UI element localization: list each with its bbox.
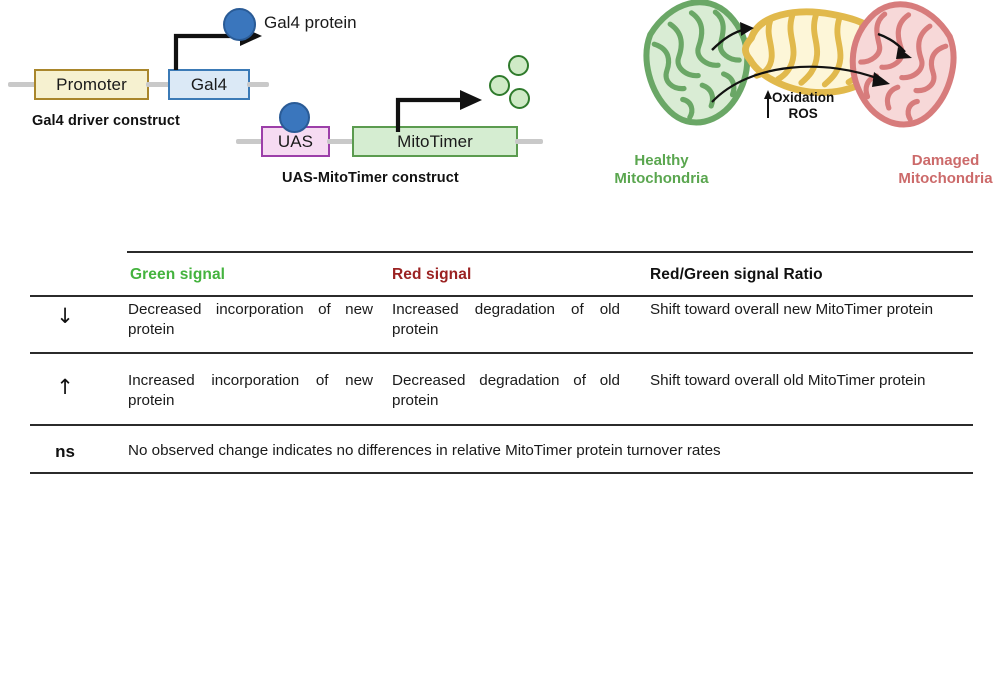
uas-mitotimer-construct-label: UAS-MitoTimer construct	[282, 170, 459, 186]
cell-red-row1: Increased degradation of old protein	[392, 301, 620, 339]
column-header-red-signal: Red signal	[392, 266, 472, 283]
gene-box-gal4-label: Gal4	[190, 74, 228, 94]
gene-box-gal4: Gal4	[168, 69, 250, 100]
cell-green-row2: Increased incorporation of new protein	[128, 372, 373, 410]
row-symbol-ns: ns	[55, 442, 75, 461]
dna-backbone-mid	[146, 82, 174, 87]
cell-red-row2: Decreased degradation of old protein	[392, 372, 620, 410]
oxidation-label: Oxidation	[772, 90, 835, 105]
oxidation-ros-label: Oxidation ROS	[772, 90, 834, 122]
healthy-label-line1: Healthy	[634, 152, 689, 169]
dna-backbone-right	[247, 82, 269, 87]
dna-backbone-uas-left	[236, 139, 270, 144]
gene-box-mitotimer: MitoTimer	[352, 126, 518, 157]
gene-box-uas-label: UAS	[277, 131, 314, 151]
gal4-driver-construct-label: Gal4 driver construct	[32, 113, 180, 129]
ros-label: ROS	[788, 106, 818, 122]
gal4-protein-icon	[223, 8, 256, 41]
healthy-mitochondria-label: Healthy Mitochondria	[604, 152, 719, 187]
damaged-label-line1: Damaged	[911, 152, 980, 169]
damaged-label-line2: Mitochondria	[898, 169, 993, 187]
cell-ratio-row1: Shift toward overall new MitoTimer prote…	[650, 301, 934, 318]
arrow-oxidation-pathway	[711, 65, 890, 103]
arrow-healthy-to-intermediate	[711, 22, 754, 51]
healthy-label-line2: Mitochondria	[614, 169, 709, 187]
cell-green-row1: Decreased incorporation of new protein	[128, 301, 373, 339]
gal4-protein-bound-icon	[279, 102, 310, 133]
cell-ratio-row2: Shift toward overall old MitoTimer prote…	[650, 372, 926, 389]
arrow-intermediate-to-damaged	[877, 32, 912, 59]
row-symbol-up: ↑	[56, 375, 74, 399]
transcription-arrow-mitotimer	[395, 90, 482, 132]
mitotimer-protein-dot	[489, 75, 510, 96]
table-rule-row1-bottom	[30, 352, 973, 355]
gene-box-mitotimer-label: MitoTimer	[397, 131, 473, 151]
healthy-mitochondrion-shape	[643, 0, 751, 126]
table-rule-header-bottom	[30, 295, 973, 298]
damaged-mitochondria-label: Damaged Mitochondria	[888, 152, 1000, 187]
mitotimer-protein-dot	[508, 55, 529, 76]
increase-arrow-icon	[764, 90, 772, 118]
cell-ns-description: No observed change indicates no differen…	[128, 442, 721, 459]
gene-box-promoter: Promoter	[34, 69, 149, 100]
dna-backbone-uas-mid	[327, 139, 357, 144]
table-rule-top	[127, 251, 973, 253]
table-rule-bottom	[30, 472, 973, 475]
row-symbol-down: ↓	[56, 304, 74, 328]
gene-box-promoter-label: Promoter	[56, 74, 127, 94]
mitotimer-protein-dot	[509, 88, 530, 109]
dna-backbone-left	[8, 82, 48, 87]
table-rule-row2-bottom	[30, 424, 973, 427]
mitochondria-diagram	[643, 0, 957, 128]
column-header-green-signal: Green signal	[130, 266, 226, 283]
gal4-protein-label: Gal4 protein	[264, 13, 357, 32]
dna-backbone-uas-right	[515, 139, 543, 144]
column-header-ratio: Red/Green signal Ratio	[650, 266, 823, 283]
